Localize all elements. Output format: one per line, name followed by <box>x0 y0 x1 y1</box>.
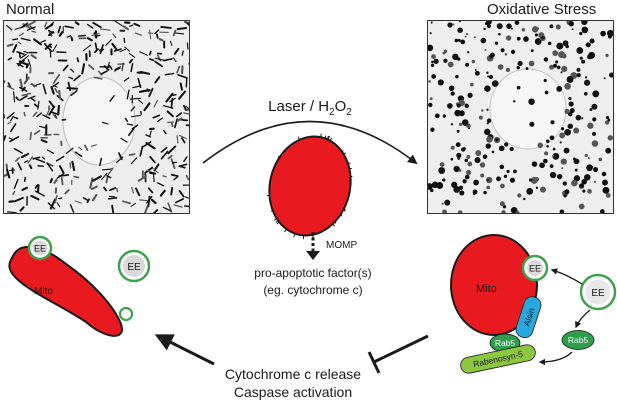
rab5-free-label: Rab5 <box>568 335 589 345</box>
right-ee-bound-label: EE <box>529 264 541 274</box>
left-ee-small: EE <box>27 235 53 261</box>
cytochrome-release-text: Cytochrome c release <box>224 366 362 382</box>
ee-to-rab5-arrow <box>575 309 591 329</box>
normal-panel-title: Normal <box>6 1 55 18</box>
factor-line-1: pro-apoptotic factor(s) <box>254 266 372 280</box>
stress-panel-title: Oxidative Stress <box>487 1 597 18</box>
rab5-bound-label: Rab5 <box>495 338 516 348</box>
right-mito <box>450 234 538 336</box>
right-ee-free: EE <box>579 273 617 311</box>
caspase-activation-text: Caspase activation <box>233 384 353 400</box>
momp-label: MOMP <box>326 240 358 251</box>
factor-line-2: (eg. cytochrome c) <box>263 283 363 297</box>
left-ee-label-1: EE <box>34 244 46 254</box>
left-ee-tiny <box>118 306 134 322</box>
left-ee-large: EE <box>117 249 151 283</box>
left-mito-label: Mito <box>34 286 53 297</box>
return-arrow <box>154 334 215 366</box>
right-ee-free-label: EE <box>591 288 605 299</box>
inhibition-arrow <box>367 334 429 374</box>
stress-micrograph <box>427 20 614 214</box>
alsin-protein: Alsin <box>515 296 542 339</box>
normal-micrograph <box>3 20 190 214</box>
rab5-free: Rab5 <box>561 330 595 350</box>
swollen-mito <box>266 133 353 240</box>
treatment-label: Laser / H2O2 <box>268 98 352 118</box>
rabenosyn-protein: Rabenosyn-5 <box>460 344 536 374</box>
left-ee-label-2: EE <box>127 262 141 273</box>
treatment-arrow <box>202 120 418 165</box>
right-ee-bound: EE <box>521 254 549 282</box>
rab5-to-rabenosyn-arrow <box>538 351 573 366</box>
elongated-mito <box>8 246 123 337</box>
ee-to-mito-arrow <box>550 268 583 285</box>
right-mito-label: Mito <box>476 283 497 295</box>
